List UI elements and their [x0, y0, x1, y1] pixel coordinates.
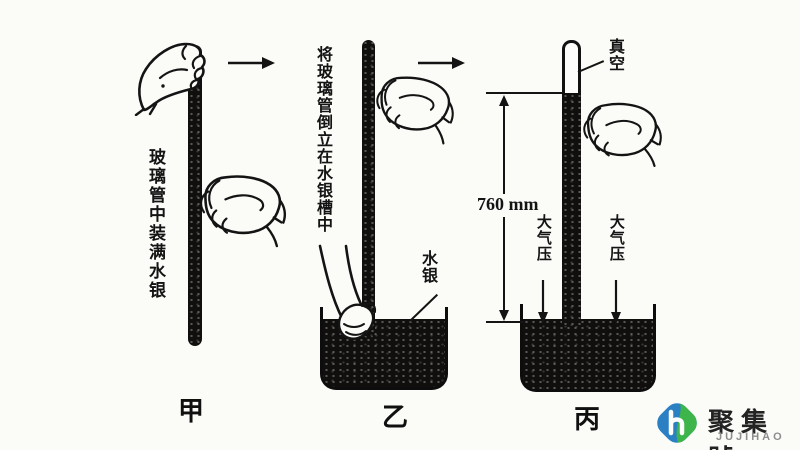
right-arrow-icon	[228, 57, 275, 69]
pressure-label-right: 大气压	[607, 214, 625, 262]
mercury-trough-bing	[520, 304, 656, 392]
dimension-arrow-down-icon	[499, 310, 509, 321]
watermark-brand-en: JUJIHAO	[716, 431, 785, 443]
vacuum-section	[562, 40, 581, 95]
panel-bing-label: 丙	[574, 404, 601, 434]
hand-grip-side-icon	[583, 102, 662, 168]
mercury-pool-bing	[523, 319, 653, 389]
pressure-label-left: 大气压	[534, 214, 552, 262]
arm-reach-down-icon	[318, 244, 377, 340]
mercury-label: 水银	[418, 250, 436, 284]
vacuum-label: 真空	[605, 38, 623, 72]
down-arrow-icon	[538, 280, 548, 324]
jujihao-logo-icon	[652, 398, 702, 448]
down-arrow-icon	[611, 280, 621, 324]
dimension-arrow-up-icon	[499, 95, 509, 106]
glass-tube-yi	[362, 40, 375, 338]
dimension-line-upper	[503, 104, 505, 194]
panel-yi-label: 乙	[382, 402, 409, 432]
vacuum-pointer-line	[577, 60, 605, 73]
hand-grip-side-icon	[199, 175, 287, 248]
hand-grip-side-icon	[376, 76, 454, 145]
panel-jia-caption: 玻璃管中装满水银	[146, 148, 166, 300]
glass-tube-jia	[188, 45, 202, 346]
dimension-line-lower	[503, 217, 505, 312]
height-value: 760 mm	[477, 194, 539, 214]
right-arrow-icon	[418, 57, 465, 69]
watermark-brand-cn: 聚集號	[708, 407, 775, 450]
dimension-top-line	[486, 92, 566, 94]
hand-grip-top-icon	[134, 42, 206, 116]
dimension-bottom-tick	[486, 321, 524, 323]
panel-yi-caption: 将玻璃管倒立在水银槽中	[313, 46, 331, 233]
panel-jia-label: 甲	[178, 396, 205, 426]
mercury-column-bing	[562, 93, 581, 326]
